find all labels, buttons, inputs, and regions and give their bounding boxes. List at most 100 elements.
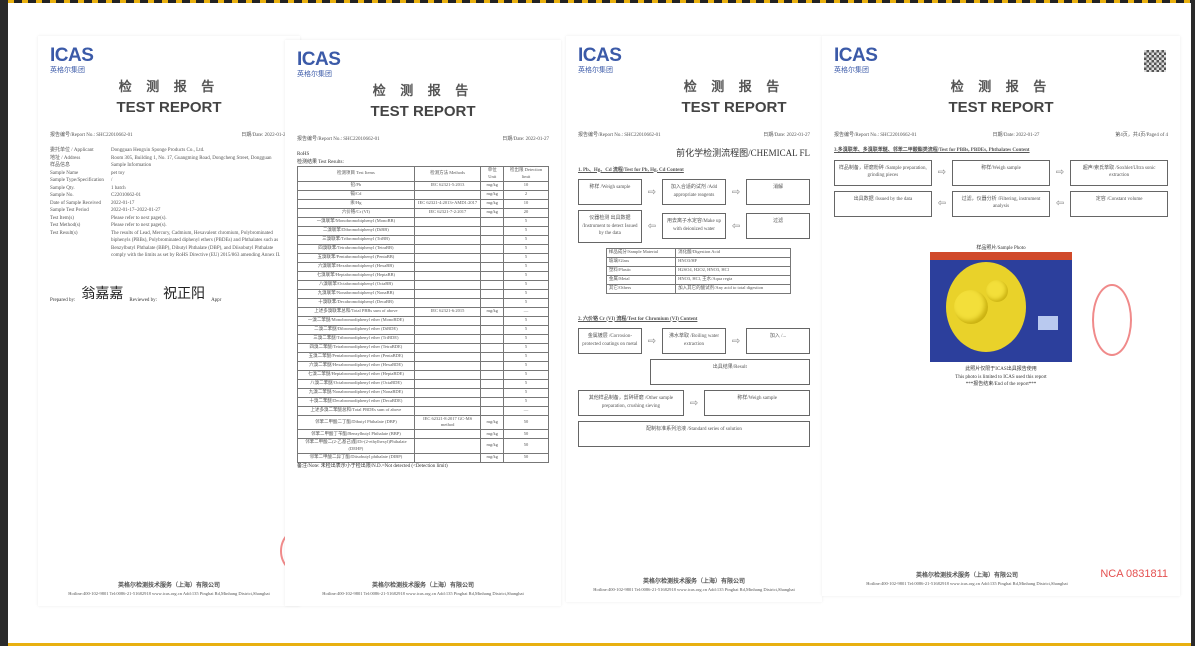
section-1-title: 1. Pb、Hg、Cd 流程/Test for Pb, Hg, Cd Conte… <box>578 167 684 173</box>
table-cell <box>413 360 482 371</box>
section-2-title: 2. 六价铬 Cr (VI) 流程/Test for Chromium (VI)… <box>578 316 698 322</box>
flow-box: 沸水萃取 /Boiling water extraction <box>662 328 726 354</box>
table-cell: mg/kg <box>480 198 505 209</box>
flow-box: 用去离子水定容/Make up with deionized water <box>662 213 726 240</box>
table-cell: 玻璃/Glass <box>605 256 677 267</box>
table-cell: 5 <box>503 387 549 398</box>
table-cell: 九溴二苯醚/Nonabromodiphenyl ether (NonaBDE) <box>297 387 415 398</box>
table-cell <box>413 270 482 281</box>
report-page-2: ICAS 英格尔集团 检 测 报 告 TEST REPORT 报告编号/Repo… <box>285 40 561 606</box>
table-cell <box>480 252 505 263</box>
table-cell: 九溴联苯/Nonabromobiphenyl (NonaBB) <box>297 288 415 299</box>
table-cell <box>480 216 505 227</box>
sample-photo <box>930 252 1072 362</box>
info-key: Test Method(s) <box>50 223 81 228</box>
footer-line: Hotline:400-102-9801 Tel:0086-21-5168291… <box>866 581 1068 587</box>
table-cell: 上述多溴联苯总和/Total PBBs sum of above <box>297 306 415 317</box>
report-page-1: ICAS 英格尔集团 检 测 报 告 TEST REPORT 报告编号/Repo… <box>38 36 300 606</box>
table-cell: 三溴二苯醚/Tribromodiphenyl ether (TriBDE) <box>297 333 415 344</box>
table-row: 八溴联苯/Octabromobiphenyl (OctaBB)5 <box>297 279 549 290</box>
flow-box: 过滤，仪器分析 /Filtering, instrument analysis <box>952 190 1050 217</box>
table-row: 十溴二苯醚/Decabromodiphenyl ether (DecaBDE)5 <box>297 396 549 407</box>
table-row: 九溴联苯/Nonabromobiphenyl (NonaBB) 5 <box>297 288 549 299</box>
report-no: SHC22010662-01 <box>96 132 133 138</box>
info-value: Dongguan Hengxin Sponge Products Co., Lt… <box>111 148 205 153</box>
table-cell: 5 <box>503 279 549 290</box>
table-row: 二溴二苯醚/Dibromodiphenyl ether (DiBDE)5 <box>297 324 549 335</box>
report-no-label: 报告编号/Report No.: <box>50 132 95 138</box>
info-key: 样品信息 <box>50 163 71 168</box>
table-cell <box>480 243 505 254</box>
arrow-icon: ⇨ <box>647 335 657 347</box>
flow-box: 仪器检测 出具数据 /Instrument to detect Issued b… <box>578 210 642 243</box>
table-cell: 50 <box>503 452 549 463</box>
table-cell: 加入其它的酸试剂/Any acid to total digestion <box>675 283 792 294</box>
date-label: 日期/Date: <box>241 132 264 138</box>
table-cell <box>480 333 505 344</box>
info-row: Test Result(s)The results of Lead, Mercu… <box>50 230 288 260</box>
table-row: 三溴二苯醚/Tribromodiphenyl ether (TriBDE)5 <box>297 333 549 344</box>
icas-logo: ICAS <box>578 45 622 66</box>
table-cell: 四溴联苯/Tetrabromobiphenyl (TetraBB) <box>297 243 415 254</box>
table-cell <box>413 225 482 236</box>
table-row: 五溴二苯醚/Pentabromodiphenyl ether (PentaBDE… <box>297 351 549 362</box>
report-page-3: ICAS 英格尔集团 检 测 报 告 TEST REPORT 报告编号/Repo… <box>566 36 822 602</box>
approved-label: Appr <box>211 298 222 303</box>
red-stamp <box>1092 284 1132 356</box>
signatures: Prepared by: 翁嘉嘉 Reviewed by: 祝正阳 Appr <box>50 284 288 305</box>
footer-company: 英格尔检测技术服务（上海）有限公司 <box>371 583 474 590</box>
photo-label: 样品照片/Sample Photo <box>976 245 1026 251</box>
info-value: 1 batch <box>111 185 126 191</box>
table-cell: 邻苯二甲酸二异丁酯/Diisobutyl phthalate (DIBP) <box>297 452 415 463</box>
table-cell: 邻苯二甲酸二(2-乙基己)酯/Di-(2-ethylhexyl)Phthalat… <box>297 438 415 454</box>
table-cell: 三溴联苯/Tribromobiphenyl (TriBB) <box>297 234 415 245</box>
arrow-icon: ⇨ <box>647 186 657 198</box>
table-cell: 七溴联苯/Heptabromobiphenyl (HeptaBB) <box>297 270 415 281</box>
table-cell: 镉/Cd <box>297 189 415 200</box>
table-cell: 六价铬/Cr (VI) <box>297 207 415 218</box>
flow-box: 称样/Weigh sample <box>704 390 811 416</box>
table-cell <box>413 234 482 245</box>
table-row: 五溴联苯/Pentabromobiphenyl (PentaBB)5 <box>297 252 549 263</box>
flow-box: 称样 /Weigh sample <box>578 179 642 205</box>
photo-note-cn: 此照片仅限于ICAS出具报告使用 <box>965 367 1037 372</box>
icas-logo: ICAS <box>297 49 341 70</box>
title-en: TEST REPORT <box>948 99 1054 116</box>
table-cell <box>480 261 505 272</box>
date: 2022-01-27 <box>786 132 810 138</box>
flow-box: 出具结果/Result <box>649 359 810 385</box>
footer-company: 英格尔检测技术服务（上海）有限公司 <box>642 579 745 586</box>
table-cell: mg/kg <box>480 189 505 200</box>
table-cell: mg/kg <box>480 438 505 454</box>
table-cell: mg/kg <box>480 429 505 439</box>
info-value: 2022-01-17~2022-01-27 <box>111 208 161 213</box>
table-cell: 消化酸/Digestion Acid <box>675 247 792 258</box>
date-label: 日期/Date: <box>502 136 525 142</box>
table-cell: 5 <box>503 378 549 389</box>
arrow-icon: ⇨ <box>937 167 947 178</box>
title-cn: 检 测 报 告 <box>950 79 1052 95</box>
table-row: 邻苯二甲酸二丁酯/Dibutyl Phthalate (DBP)IEC 6232… <box>297 414 549 430</box>
table-row: 八溴二苯醚/Octabromodiphenyl ether (OctaBDE)5 <box>297 378 549 389</box>
info-value: 2022-01-17 <box>111 200 135 206</box>
table-note: 备注/Note: 未检出表示小于检出限/N.D.=Not detected (<… <box>297 463 448 469</box>
arrow-icon: ⇨ <box>1055 167 1065 178</box>
table-cell: 一溴联苯/Monobromobiphenyl (MonoBB) <box>297 216 415 227</box>
table-row: 七溴联苯/Heptabromobiphenyl (HeptaBB)5 <box>297 270 549 281</box>
info-row: Test Method(s)Please refer to next page(… <box>50 222 288 230</box>
title-cn: 检 测 报 告 <box>118 79 220 95</box>
footer-line: Hotline:400-102-9801 Tel:0086-21-5168291… <box>322 591 524 597</box>
table-cell: — <box>503 405 549 416</box>
arrow-icon: ⇦ <box>1055 198 1065 209</box>
icas-logo: ICAS <box>50 45 94 66</box>
table-cell: IEC 62321-6:2015 <box>413 306 482 317</box>
bottom-border <box>8 643 1191 646</box>
title-cn: 检 测 报 告 <box>372 83 474 99</box>
table-cell: 5 <box>503 288 549 299</box>
